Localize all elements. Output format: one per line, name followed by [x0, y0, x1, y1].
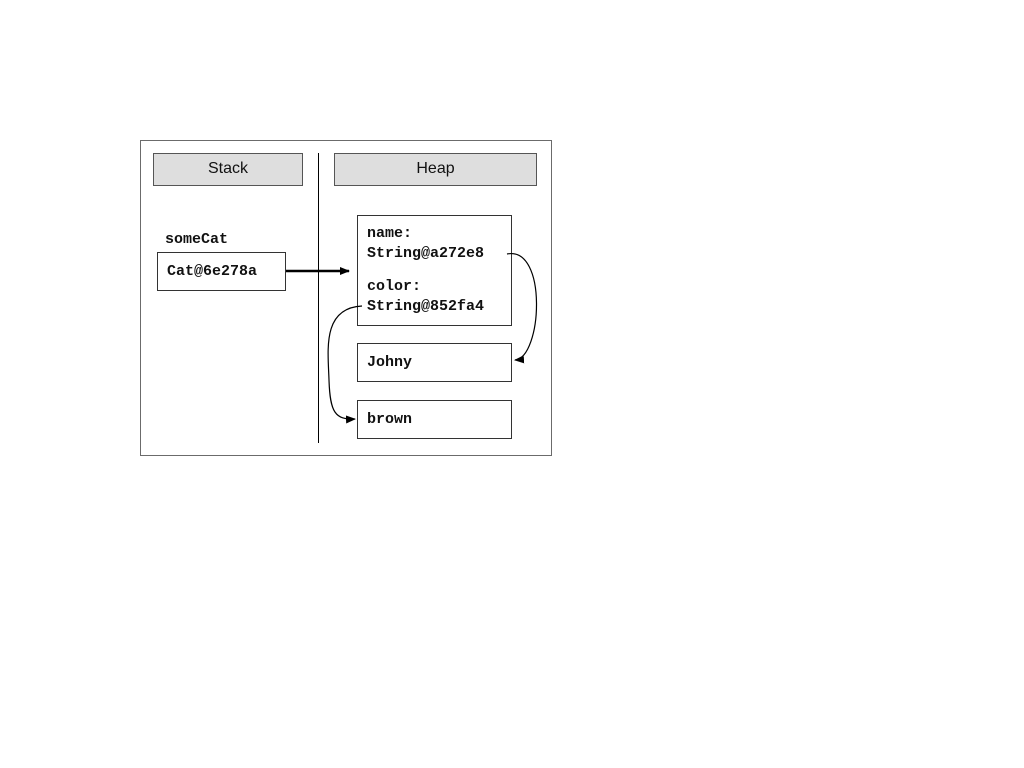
heap-header: Heap — [334, 153, 537, 186]
stack-title: Stack — [207, 160, 248, 177]
heap-string-johny: Johny — [367, 354, 413, 371]
stack-variable-value: Cat@6e278a — [167, 263, 258, 280]
field-name-value: String@a272e8 — [367, 245, 485, 262]
heap-string-brown-box: brown — [357, 400, 512, 439]
stack-header: Stack — [153, 153, 303, 186]
heap-string-brown: brown — [367, 411, 413, 428]
field-color-value: String@852fa4 — [367, 298, 485, 315]
stack-variable-box: Cat@6e278a — [157, 252, 286, 291]
heap-string-johny-box: Johny — [357, 343, 512, 382]
stack-variable-name: someCat — [165, 231, 229, 248]
field-name-label: name: — [367, 225, 413, 242]
heap-object-box: name: String@a272e8 color: String@852fa4 — [357, 215, 512, 326]
heap-title: Heap — [416, 160, 455, 177]
field-color-label: color: — [367, 278, 422, 295]
